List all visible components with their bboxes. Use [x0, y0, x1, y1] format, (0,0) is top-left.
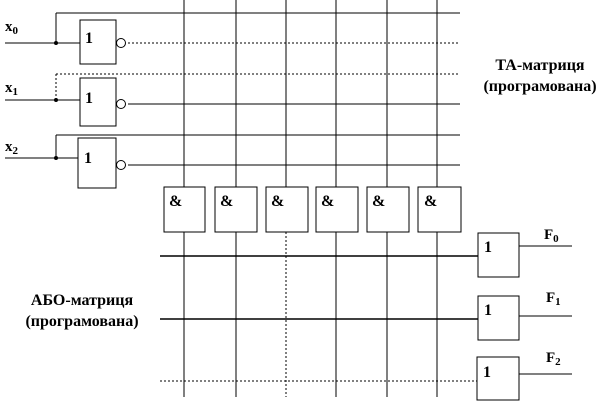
or-matrix-label: АБО-матриця (програмована) [12, 290, 152, 332]
or-gate-f0 [477, 232, 520, 278]
or-matrix-subtitle: (програмована) [25, 313, 139, 330]
or-matrix-grid [160, 232, 572, 397]
input-label-x2: x2 [5, 139, 18, 157]
or-symbol: 1 [484, 302, 492, 319]
inverter-gates [77, 19, 126, 189]
and-matrix-subtitle: (програмована) [483, 78, 597, 95]
output-label-f0: F0 [544, 227, 559, 245]
and-gate-4 [315, 186, 359, 233]
and-matrix-grid [5, 0, 460, 188]
or-symbol: 1 [484, 239, 492, 256]
output-label-f2: F2 [546, 350, 561, 368]
and-symbol: & [220, 193, 234, 210]
inverter-x0 [79, 19, 117, 65]
inverter-x2 [77, 137, 117, 189]
output-label-f1: F1 [546, 290, 561, 308]
or-matrix-title: АБО-матриця [30, 292, 134, 309]
or-gates [476, 232, 520, 401]
and-symbol: & [169, 193, 183, 210]
input-label-x1: x1 [5, 80, 18, 98]
junction-dot [54, 98, 58, 102]
and-matrix-label: ТА-матриця (програмована) [474, 55, 606, 97]
inverter-bubble [116, 99, 126, 109]
and-gate-6 [417, 186, 462, 233]
and-symbol: & [372, 193, 386, 210]
and-gate-3 [265, 186, 309, 233]
inverter-bubble [116, 160, 126, 170]
and-matrix-title: ТА-матриця [495, 57, 585, 74]
and-gate-2 [214, 186, 258, 233]
inverter-symbol: 1 [84, 150, 92, 167]
junction-dots [54, 41, 58, 160]
and-gate-5 [366, 186, 410, 233]
and-symbol: & [321, 193, 335, 210]
and-gate-1 [163, 186, 206, 233]
inverter-bubble [116, 38, 126, 48]
or-gate-f2 [476, 356, 520, 401]
and-symbol: & [424, 193, 438, 210]
and-symbol: & [271, 193, 285, 210]
inverter-symbol: 1 [85, 30, 93, 47]
inverter-x1 [79, 77, 117, 127]
and-gates [163, 186, 462, 233]
junction-dot [54, 156, 58, 160]
or-gate-f1 [477, 295, 520, 341]
input-label-x0: x0 [5, 19, 18, 37]
junction-dot [54, 41, 58, 45]
or-symbol: 1 [483, 364, 491, 381]
inverter-symbol: 1 [85, 90, 93, 107]
